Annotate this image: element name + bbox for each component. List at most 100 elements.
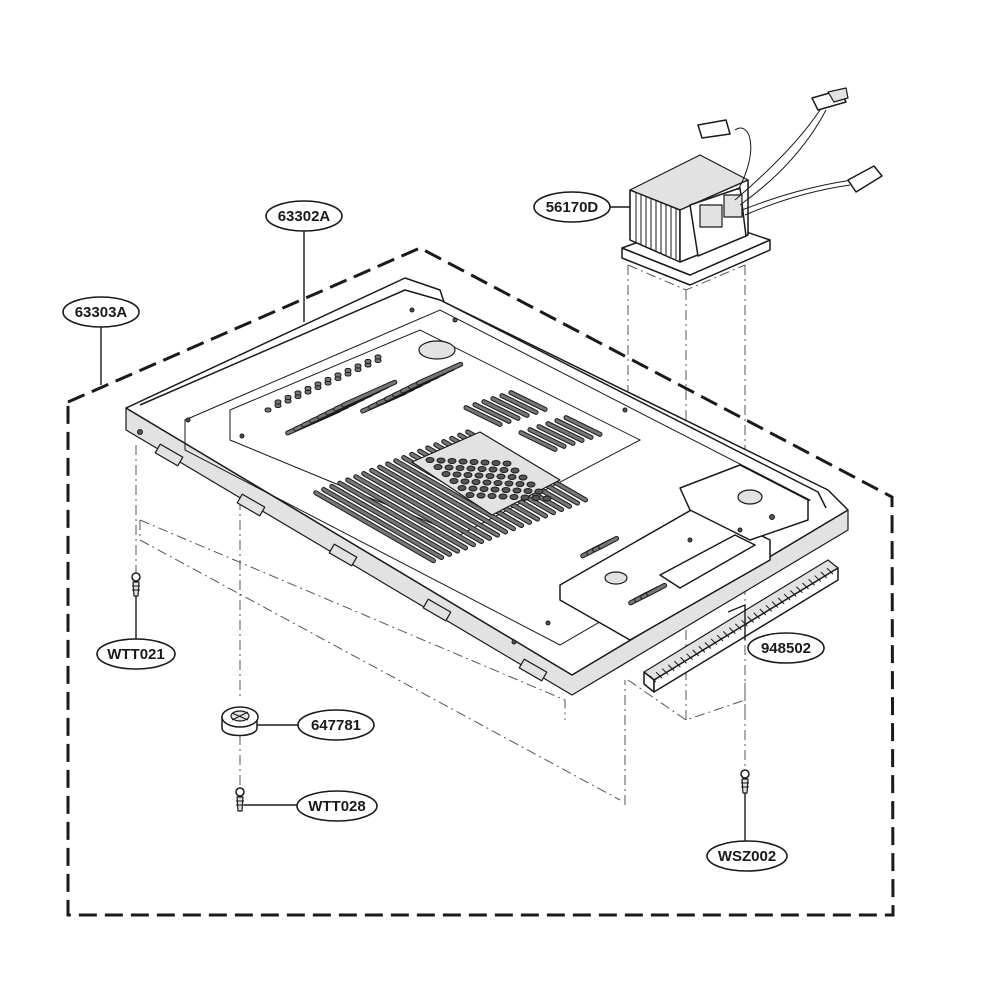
ridge-line	[777, 597, 785, 605]
mount-slot	[646, 582, 668, 597]
callout-948502: 948502	[747, 632, 825, 664]
vent-slot	[527, 427, 567, 449]
ridge-line	[661, 668, 669, 675]
vent-slot	[481, 399, 521, 421]
perforation-hole	[518, 474, 528, 481]
wire-connector-2	[697, 119, 731, 139]
perforation-hole	[502, 460, 512, 467]
ridge-line	[667, 664, 675, 672]
perforation-hole	[471, 479, 481, 485]
vent-slot	[536, 424, 576, 446]
vent-slot	[341, 379, 398, 408]
perforation-hole	[488, 466, 498, 473]
leader-lines	[100, 206, 746, 842]
assembly-boundary-63303A	[66, 246, 895, 917]
perforation-hole	[433, 464, 443, 470]
foot-647781	[221, 706, 259, 737]
vent-slot	[490, 396, 530, 418]
perforation-hole	[436, 457, 446, 464]
perforation-hole	[510, 467, 520, 474]
perforation-hole	[444, 464, 454, 471]
wire-connector-3	[847, 165, 883, 193]
ridge-line	[759, 608, 767, 616]
vent-slot	[313, 490, 437, 564]
ridge-line	[753, 612, 761, 620]
perforation-hole	[501, 487, 511, 493]
perforation-hole	[476, 492, 486, 499]
vent-hole	[324, 377, 332, 382]
ridge-line	[820, 571, 828, 579]
ridge-line	[692, 649, 700, 657]
vent-slot	[563, 415, 603, 437]
base-plate-63302A	[125, 277, 849, 696]
perforation-hole	[477, 466, 487, 472]
ridge-line	[710, 638, 718, 646]
vent-slot	[385, 461, 509, 535]
callout-label-56170D: 56170D	[546, 199, 599, 216]
perforation-hole	[487, 493, 497, 499]
ridge-line	[655, 671, 663, 679]
ridge-line	[771, 601, 779, 608]
callout-label-WSZ002: WSZ002	[718, 848, 776, 865]
vent-hole	[354, 363, 362, 369]
callout-63303A: 63303A	[62, 296, 140, 328]
perforation-hole	[490, 486, 500, 493]
vent-hole	[314, 381, 322, 387]
callout-label-WTT028: WTT028	[308, 798, 366, 815]
perforation-hole	[515, 481, 525, 487]
mount-slot	[598, 535, 620, 550]
ridge-line	[783, 593, 791, 601]
perforation-hole	[469, 459, 479, 465]
vent-hole	[374, 354, 382, 360]
ridge-line	[686, 653, 693, 661]
vent-hole	[294, 390, 302, 396]
perforation-hole	[526, 481, 536, 488]
vent-slot	[499, 393, 539, 415]
wire-connector-1	[811, 87, 849, 111]
perforation-hole	[480, 459, 490, 466]
ridge-line	[728, 627, 736, 634]
ridge-line	[789, 590, 797, 597]
vent-slot	[508, 390, 548, 412]
ridge-line	[716, 634, 724, 642]
vent-hole	[274, 399, 282, 405]
perforation-hole	[465, 492, 475, 498]
perforation-hole	[466, 465, 476, 472]
vent-hole	[264, 407, 272, 413]
strip-ridges	[649, 567, 834, 683]
vent-hole	[364, 359, 372, 364]
callout-WTT021: WTT021	[96, 638, 176, 670]
ridge-line	[649, 675, 657, 683]
perforation-hole	[509, 494, 519, 500]
perforation-hole	[452, 471, 462, 478]
ridge-line	[808, 578, 815, 586]
vent-slot	[321, 487, 445, 561]
ridge-line	[680, 657, 687, 664]
perforation-hole	[460, 478, 470, 485]
callout-647781: 647781	[297, 709, 375, 741]
perforation-hole	[425, 457, 435, 463]
callout-56170D: 56170D	[533, 191, 611, 223]
perforation-hole	[542, 495, 552, 502]
ridge-line	[704, 642, 712, 649]
vent-slot	[329, 483, 453, 557]
perforation-hole	[531, 495, 541, 501]
perforation-hole	[458, 458, 468, 465]
perforation-hole	[482, 479, 492, 486]
callout-WTT028: WTT028	[296, 790, 378, 822]
perforation-hole	[479, 486, 489, 492]
vent-slot	[472, 402, 512, 424]
vent-hole	[284, 395, 292, 400]
perforation-hole	[447, 458, 457, 464]
ridge-line	[814, 575, 822, 582]
screw-WSZ002	[740, 769, 750, 794]
perforation-hole	[496, 473, 506, 480]
perforation-holes	[425, 457, 552, 502]
perforation-hole	[491, 460, 501, 466]
callout-63302A: 63302A	[265, 200, 343, 232]
callout-label-948502: 948502	[761, 640, 811, 657]
transformer-56170D	[621, 87, 883, 286]
perforation-hole	[449, 478, 459, 484]
vent-hole	[334, 372, 342, 378]
